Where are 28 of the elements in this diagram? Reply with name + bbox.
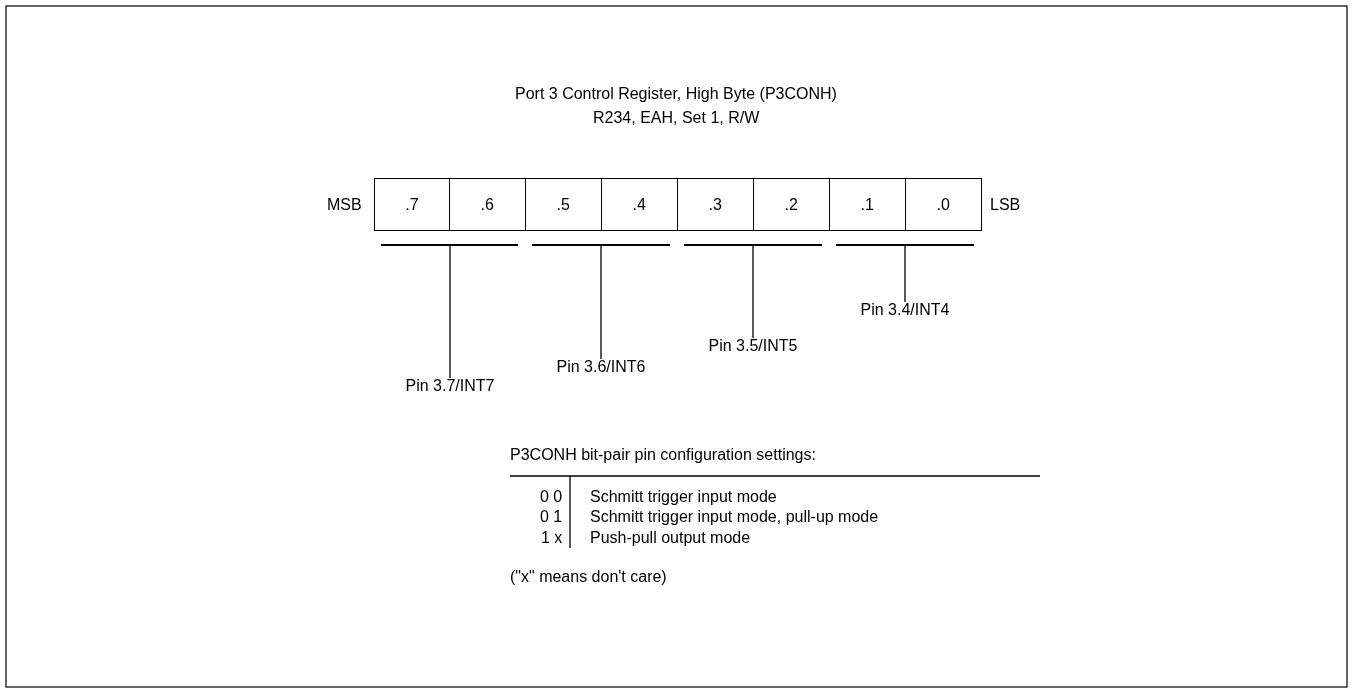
- pin-label: Pin 3.4/INT4: [860, 300, 950, 320]
- leader-line: [752, 245, 754, 339]
- pin-label: Pin 3.6/INT6: [556, 357, 646, 377]
- table-heading: P3CONH bit-pair pin configuration settings:: [510, 445, 816, 465]
- register-title: Port 3 Control Register, High Byte (P3CONH): [515, 84, 837, 104]
- bit-cell: .7: [374, 178, 450, 231]
- bit-cell: .1: [828, 178, 906, 231]
- bit-cell: .3: [676, 178, 754, 231]
- leader-line: [600, 245, 602, 360]
- mode-description: Schmitt trigger input mode, pull-up mode: [590, 507, 879, 527]
- mode-description: Push-pull output mode: [590, 528, 751, 548]
- pin-label: Pin 3.5/INT5: [708, 336, 798, 356]
- bit-cell: .6: [448, 178, 526, 231]
- bit-cell: .2: [752, 178, 830, 231]
- leader-line: [449, 245, 451, 379]
- lsb-label: LSB: [990, 195, 1021, 215]
- bit-cell: .0: [904, 178, 982, 231]
- bit-cell: .4: [600, 178, 678, 231]
- msb-label: MSB: [327, 195, 362, 215]
- leader-line: [904, 245, 906, 303]
- bit-code: 0 1: [540, 507, 563, 527]
- register-subtitle: R234, EAH, Set 1, R/W: [593, 108, 760, 128]
- mode-description: Schmitt trigger input mode: [590, 487, 777, 507]
- table-note: ("x" means don't care): [510, 567, 667, 587]
- bit-code: 1 x: [541, 528, 563, 548]
- bit-cell: .5: [524, 178, 602, 231]
- pin-label: Pin 3.7/INT7: [405, 376, 495, 396]
- bit-code: 0 0: [540, 487, 563, 507]
